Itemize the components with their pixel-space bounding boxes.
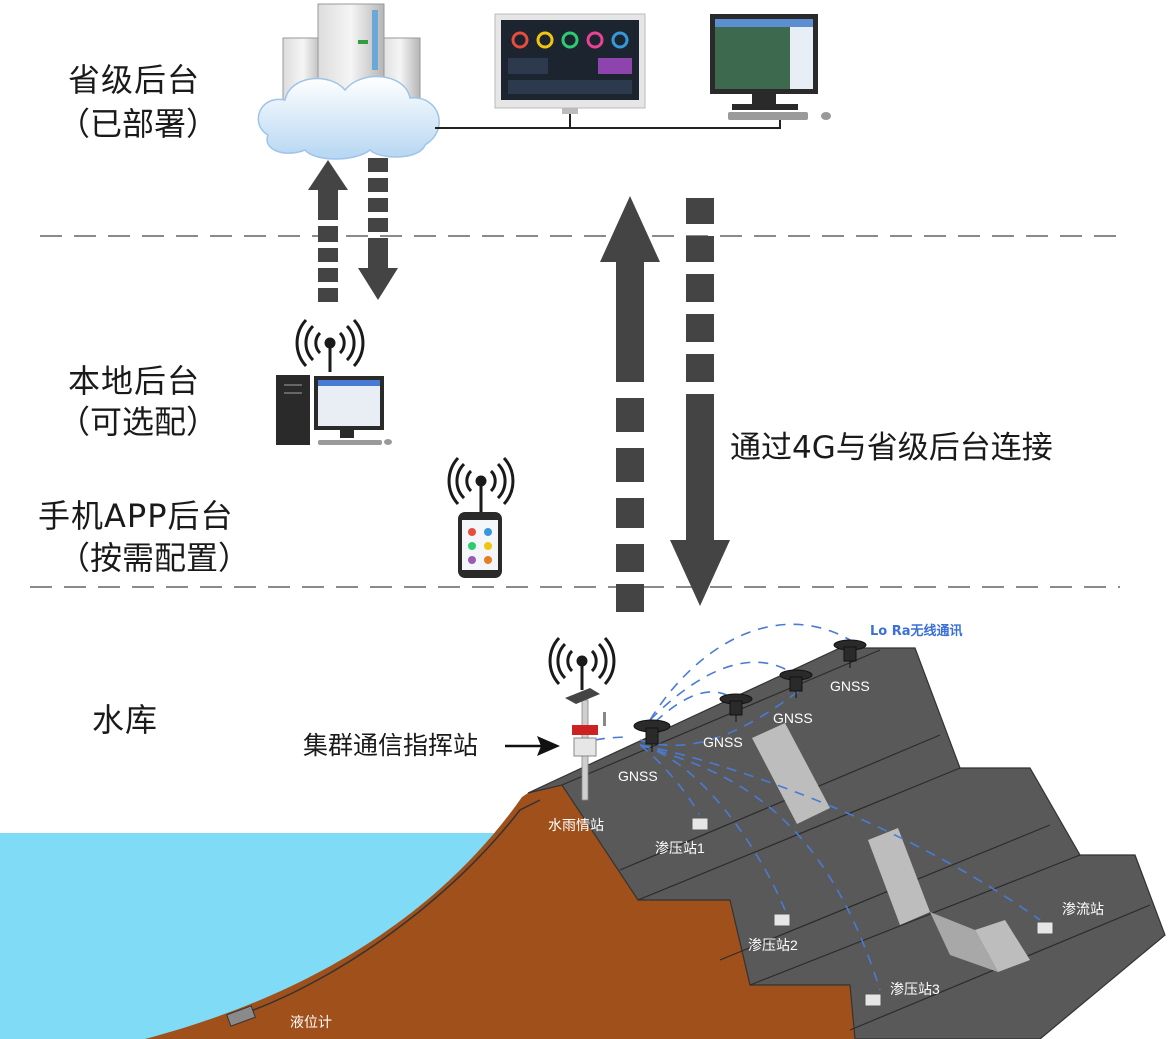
mobile-sub: （按需配置）	[58, 539, 251, 577]
monitor-dashboard-icon	[494, 13, 646, 114]
server-cloud-icon	[257, 3, 440, 160]
provincial-title: 省级后台	[68, 61, 201, 99]
desktop-pc-icon	[710, 14, 831, 120]
antenna-icon-station	[548, 636, 616, 690]
lora-links	[594, 623, 1041, 991]
local-pc-icon	[276, 375, 392, 445]
arrow-up-4g	[600, 196, 660, 612]
mobile-title: 手机APP后台	[38, 497, 234, 535]
seepage-pressure-label-2: 渗压站2	[748, 937, 798, 953]
arrow-down-4g	[670, 198, 730, 606]
seepage-flow-label: 渗流站	[1062, 901, 1104, 917]
gnss-label-4: GNSS	[830, 678, 870, 694]
reservoir-title: 水库	[92, 701, 159, 739]
gnss-unit-2	[719, 693, 753, 722]
gnss-label-1: GNSS	[618, 768, 658, 784]
gnss-unit-1	[633, 719, 671, 752]
seepage-flow-sensor	[1036, 916, 1054, 935]
antenna-icon-mobile	[447, 456, 515, 512]
gnss-label-2: GNSS	[703, 734, 743, 750]
seepage-pressure-label-3: 渗压站3	[890, 981, 940, 997]
dam-structure	[527, 647, 1166, 1039]
dam-soil	[145, 785, 855, 1039]
gnss-unit-4	[833, 639, 867, 668]
arrow-down-dashed-left	[358, 158, 398, 300]
level-gauge-cable	[239, 799, 541, 1016]
lora-label: Lo Ra无线通讯	[870, 624, 963, 639]
antenna-icon-local	[295, 318, 365, 372]
seepage-sensor-3	[864, 988, 882, 1007]
level-gauge-sensor	[226, 1005, 256, 1027]
rain-station-label: 水雨情站	[548, 817, 604, 833]
phone-app-icon	[458, 512, 502, 578]
station-pointer-arrow	[505, 736, 560, 756]
link-label: 通过4G与省级后台连接	[730, 430, 1053, 466]
gnss-label-3: GNSS	[773, 710, 813, 726]
cluster-station-label: 集群通信指挥站	[303, 731, 479, 760]
seepage-pressure-label-1: 渗压站1	[655, 840, 705, 856]
provincial-sub: （已部署）	[58, 105, 219, 143]
seepage-sensor-1	[691, 812, 709, 831]
cluster-station-pole	[565, 688, 606, 801]
level-gauge-label: 液位计	[290, 1014, 332, 1030]
local-title: 本地后台	[68, 362, 201, 400]
arrow-up-dashed-left	[308, 160, 348, 302]
local-sub: （可选配）	[58, 403, 219, 441]
seepage-sensor-2	[773, 908, 791, 927]
gnss-unit-3	[779, 669, 813, 698]
water-body	[0, 833, 500, 1039]
